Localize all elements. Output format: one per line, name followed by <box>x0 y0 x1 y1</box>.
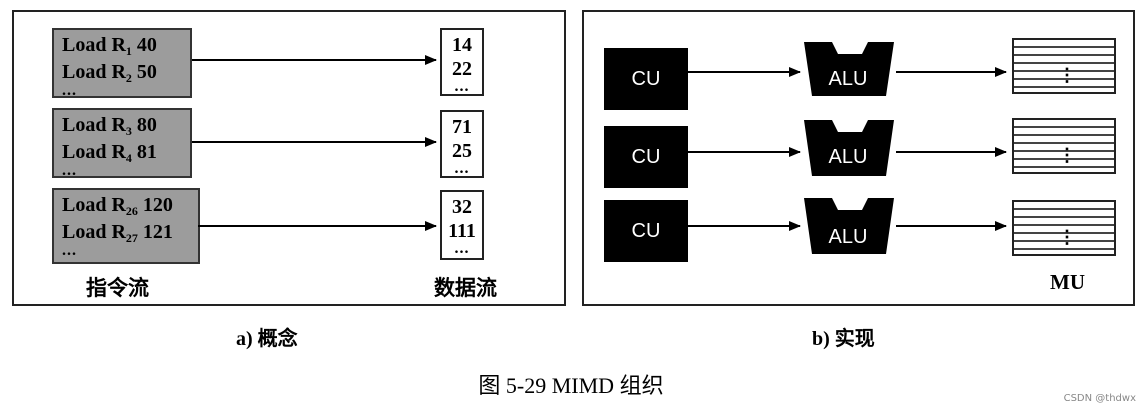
panel-b-caption: b) 实现 <box>812 328 875 350</box>
instruction-ellipsis: ... <box>62 162 77 179</box>
instruction-ellipsis: ... <box>62 242 77 259</box>
data-value: 22 <box>452 58 472 80</box>
alu-shapes <box>804 42 894 254</box>
data-value: 111 <box>448 220 476 242</box>
instruction-line: Load R4 81 <box>62 141 157 165</box>
instruction-line: Load R2 50 <box>62 61 157 85</box>
data-value: 71 <box>452 116 472 138</box>
alu-shape <box>804 120 894 176</box>
data-value: 32 <box>452 196 472 218</box>
implementation-panel: CU CU CU ALU ALU ALU ⋮ ⋮ ⋮ MU <box>582 10 1135 306</box>
instruction-stream-box: Load R3 80 Load R4 81 ... <box>52 108 192 179</box>
instruction-stream-box: Load R1 40 Load R2 50 ... <box>52 28 192 99</box>
data-value: 14 <box>452 34 472 56</box>
alu-label: ALU <box>828 226 868 248</box>
instruction-ellipsis: ... <box>62 82 77 99</box>
data-stream-label: 数据流 <box>434 276 497 300</box>
instruction-line: Load R26 120 <box>62 194 173 218</box>
instruction-line: Load R27 121 <box>62 221 173 245</box>
data-value: 25 <box>452 140 472 162</box>
instruction-line: Load R1 40 <box>62 34 157 58</box>
panel-a-caption: a) 概念 <box>236 328 298 350</box>
data-ellipsis: ... <box>454 240 470 257</box>
data-ellipsis: ... <box>454 78 470 95</box>
memory-unit-label: MU <box>1050 270 1085 294</box>
instruction-stream-label: 指令流 <box>86 276 149 300</box>
alu-shape <box>804 42 894 96</box>
memory-unit-stack <box>1012 118 1116 174</box>
figure-caption: 图 5-29 MIMD 组织 <box>478 373 664 398</box>
alu-shape <box>804 198 894 254</box>
control-unit-box: CU <box>604 126 688 188</box>
data-stream-box: 32 111 ... <box>440 190 484 260</box>
watermark: CSDN @thdwx <box>1063 393 1136 404</box>
alu-label: ALU <box>828 68 868 90</box>
memory-unit-stack <box>1012 200 1116 256</box>
instruction-line: Load R3 80 <box>62 114 157 138</box>
data-stream-box: 71 25 ... <box>440 110 484 178</box>
instruction-stream-box: Load R26 120 Load R27 121 ... <box>52 188 200 264</box>
control-unit-box: CU <box>604 200 688 262</box>
alu-label: ALU <box>828 146 868 168</box>
data-ellipsis: ... <box>454 160 470 177</box>
control-unit-box: CU <box>604 48 688 110</box>
memory-unit-stack <box>1012 38 1116 94</box>
data-stream-box: 14 22 ... <box>440 28 484 96</box>
